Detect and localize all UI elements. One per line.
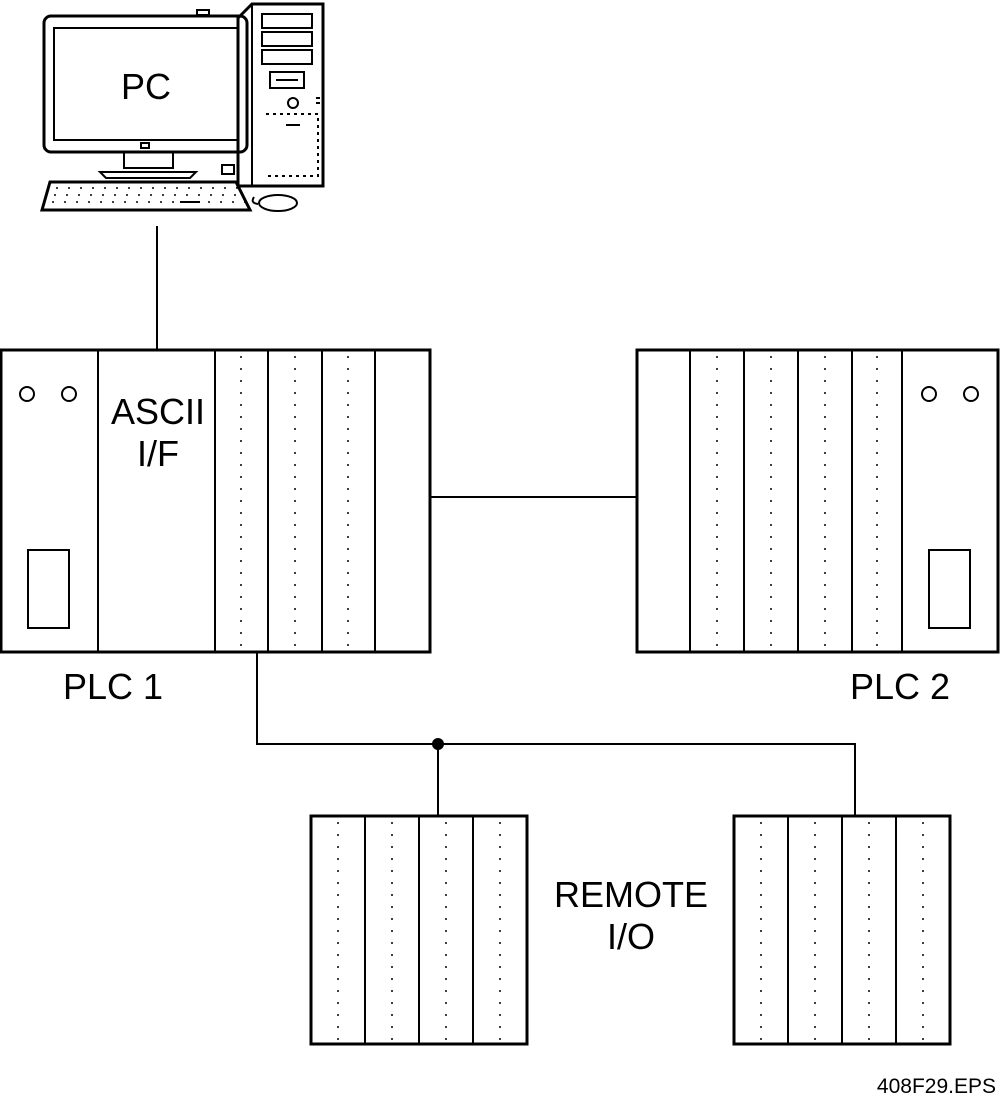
- bus-junction-dot: [432, 738, 444, 750]
- plc1-port: [27, 549, 70, 629]
- keyboard-icon: [40, 164, 253, 212]
- plc1-label: PLC 1: [63, 666, 163, 707]
- plc2-label: PLC 2: [850, 666, 950, 707]
- remote-io-rack-2: [732, 814, 952, 1046]
- pc-label: PC: [121, 66, 171, 107]
- ascii-if-label-line2: I/F: [137, 433, 179, 474]
- remote-io-label-line2: I/O: [607, 916, 655, 957]
- plc2-indicator-led-2: [963, 386, 979, 402]
- figure-file-reference: 408F29.EPS: [877, 1075, 996, 1098]
- plc1-rack: ASCII I/F: [0, 348, 432, 654]
- plc2-port: [928, 549, 971, 629]
- remote-io-bus: [256, 652, 856, 816]
- plc1-indicator-led-2: [61, 386, 77, 402]
- mouse-icon: [251, 194, 298, 212]
- plc2-rack: [635, 348, 1000, 654]
- pc-computer-icon: PC: [40, 2, 325, 212]
- plc2-indicator-led-1: [921, 386, 937, 402]
- ascii-if-label-line1: ASCII: [111, 391, 205, 432]
- tower-icon: [236, 2, 325, 188]
- remote-io-label-line1: REMOTE: [554, 874, 708, 915]
- remote-io-rack-1: [309, 814, 529, 1046]
- plc1-indicator-led-1: [19, 386, 35, 402]
- monitor-icon: [42, 9, 249, 179]
